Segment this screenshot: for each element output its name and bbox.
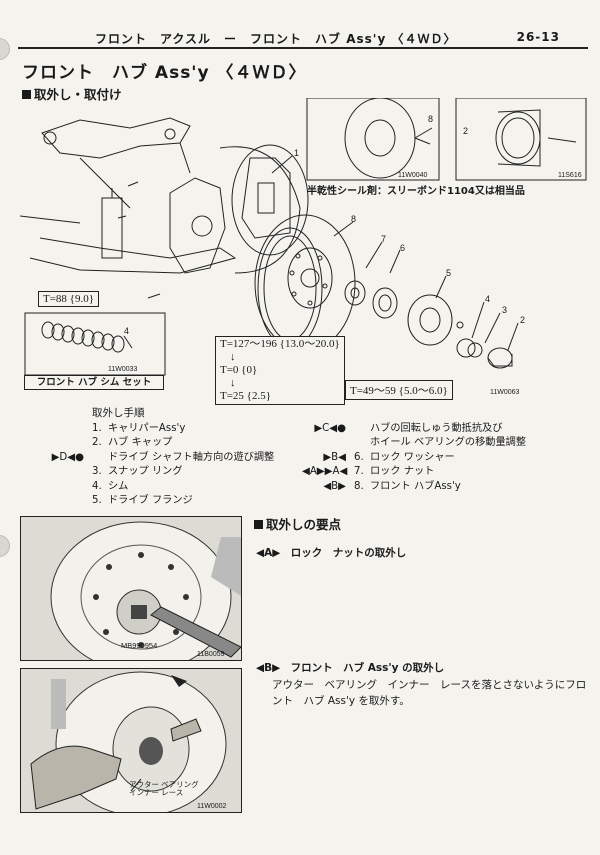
procedure-num: 7. xyxy=(354,466,364,478)
procedure-num: 3. xyxy=(92,466,102,478)
square-bullet-icon xyxy=(22,90,31,99)
procedure-num: 6. xyxy=(354,451,364,463)
part-number-1: 1 xyxy=(294,148,300,158)
procedure-text: ハブ キャップ xyxy=(108,437,173,449)
photo-hub-drawing xyxy=(21,669,241,812)
procedure-item: ◀B▶ 8. フロント ハブAss'y xyxy=(323,480,526,494)
photo-top-code: 11B0059 xyxy=(197,651,225,658)
procedure-text: キャリパーAss'y xyxy=(108,423,186,434)
torque-callout-left: T=88 {9.0} xyxy=(38,291,99,307)
procedure-num: 1. xyxy=(92,423,102,434)
photo-bottom-label: アウター ベアリングインナー レース xyxy=(129,781,199,797)
procedure-item: ホイール ベアリングの移動量調整 xyxy=(354,436,526,450)
inset-code-a: 11W0040 xyxy=(398,172,428,179)
punch-hole xyxy=(0,535,10,557)
procedure-text: フロント ハブAss'y xyxy=(370,480,461,492)
point-a-heading: ◀A▶ ロック ナットの取外し xyxy=(256,547,407,559)
procedure-num: 5. xyxy=(92,494,102,506)
procedure-item: 5. ドライブ フランジ xyxy=(92,494,274,508)
header-rule xyxy=(18,47,588,49)
procedure-num: 2. xyxy=(92,437,102,449)
point-b-body: アウター ベアリング インナー レースを落とさないようにフロント ハブ Ass'… xyxy=(272,679,587,707)
procedure-mark: ▶D◀● xyxy=(51,451,84,463)
sealant-note: 半乾性シール剤：スリーボンド1104又は相当品 xyxy=(307,186,525,197)
key-points-heading: 取外しの要点 xyxy=(254,514,341,533)
procedure-mark: ▶C◀● xyxy=(314,423,346,434)
procedure-text: スナップ リング xyxy=(108,466,183,478)
page-number: 26-13 xyxy=(516,30,560,44)
part-number-5: 5 xyxy=(446,268,452,278)
inset-part-number-8: 8 xyxy=(428,114,434,124)
photo-bottom-code: 11W0002 xyxy=(197,803,227,810)
part-number-6: 6 xyxy=(400,243,406,253)
part-number-4: 4 xyxy=(485,294,491,304)
procedure-item: 2. ハブ キャップ xyxy=(92,436,274,450)
punch-hole xyxy=(0,38,10,60)
torque-callout-rotor: T=127～196 {13.0～20.0} ↓ T=0 {0} ↓ T=25 {… xyxy=(215,336,345,405)
torque-callout-right: T=49～59 {5.0～6.0} xyxy=(345,380,453,400)
point-b-heading: ◀B▶ フロント ハブ Ass'y の取外し xyxy=(256,662,445,674)
procedure-text: シム xyxy=(108,480,129,492)
torque-step-arrow-2: ↓ xyxy=(230,377,236,389)
photo-lock-nut-drawing xyxy=(21,517,241,660)
procedure-text: ロック ナット xyxy=(370,466,435,478)
inset-part-number-2: 2 xyxy=(463,126,469,136)
procedure-text: ホイール ベアリングの移動量調整 xyxy=(370,437,527,449)
part-number-7: 7 xyxy=(381,234,387,244)
diagram-code: 11W0063 xyxy=(490,389,520,396)
exploded-diagram-drawing xyxy=(20,98,587,376)
removal-heading-text: 取外し・取付け xyxy=(34,87,122,102)
procedure-item: ▶B◀ 6. ロック ワッシャー xyxy=(323,451,526,465)
shim-caption: フロント ハブ シム セット xyxy=(24,375,164,390)
procedure-text: ロック ワッシャー xyxy=(370,451,455,463)
page-title: フロント ハブ Ass'y 〈４ＷＤ〉 xyxy=(22,63,307,83)
procedure-list-right: ▶C◀● ハブの回転しゅう動抵抗及び ホイール ベアリングの移動量調整 ▶B◀ 6.… xyxy=(302,422,526,494)
procedure-text: ドライブ シャフト軸方向の遊び調整 xyxy=(108,451,275,463)
torque-step-2: T=0 {0} xyxy=(220,364,258,376)
exploded-diagram: 1 8 7 6 5 4 3 2 8 2 4 11W0040 11S616 11W… xyxy=(20,98,590,405)
procedure-text: ドライブ フランジ xyxy=(108,494,193,506)
procedure-mark: ◀B▶ xyxy=(323,480,346,492)
torque-step-3: T=25 {2.5} xyxy=(220,390,271,402)
square-bullet-icon xyxy=(254,520,263,529)
procedure-item: ▶D◀● ドライブ シャフト軸方向の遊び調整 xyxy=(52,451,275,465)
procedure-text: ハブの回転しゅう動抵抗及び xyxy=(370,423,503,434)
shim-part-number-4: 4 xyxy=(124,326,130,336)
procedure-item: 3. スナップ リング xyxy=(92,465,274,479)
part-number-8: 8 xyxy=(351,214,357,224)
photo-lock-nut-removal: MB990954 11B0059 xyxy=(20,516,242,661)
procedure-num: 8. xyxy=(354,480,364,492)
shim-code: 11W0033 xyxy=(108,366,138,373)
procedure-num: 4. xyxy=(92,480,102,492)
running-header: フロント アクスル ー フロント ハブ Ass'y 〈４ＷＤ〉 26-13 xyxy=(95,28,560,50)
running-title: フロント アクスル ー フロント ハブ Ass'y 〈４ＷＤ〉 xyxy=(95,32,457,46)
photo-label-line1: アウター ベアリング xyxy=(129,780,199,789)
procedure-list-left: 1. キャリパーAss'y 2. ハブ キャップ ▶D◀● ドライブ シャフト軸方向の… xyxy=(52,422,275,508)
key-points-heading-text: 取外しの要点 xyxy=(266,517,342,532)
torque-step-arrow-1: ↓ xyxy=(230,351,236,363)
procedure-item: ▶C◀● ハブの回転しゅう動抵抗及び xyxy=(314,422,526,436)
tool-code: MB990954 xyxy=(121,641,158,650)
photo-hub-removal: アウター ベアリングインナー レース 11W0002 xyxy=(20,668,242,813)
photo-label-line2: インナー レース xyxy=(129,788,184,797)
procedure-mark: ◀A▶▶A◀ xyxy=(302,466,348,478)
procedure-item: ◀A▶▶A◀ 7. ロック ナット xyxy=(302,465,526,479)
part-number-3: 3 xyxy=(502,305,508,315)
removal-heading: 取外し・取付け xyxy=(22,84,122,103)
part-number-2: 2 xyxy=(520,315,526,325)
torque-step-1: T=127～196 {13.0～20.0} xyxy=(220,338,340,350)
procedure-item: 4. シム xyxy=(92,480,274,494)
procedure-mark: ▶B◀ xyxy=(323,451,346,463)
procedure-title: 取外し手順 xyxy=(92,407,145,419)
procedure-item: 1. キャリパーAss'y xyxy=(92,422,274,436)
inset-code-b: 11S616 xyxy=(558,172,582,179)
